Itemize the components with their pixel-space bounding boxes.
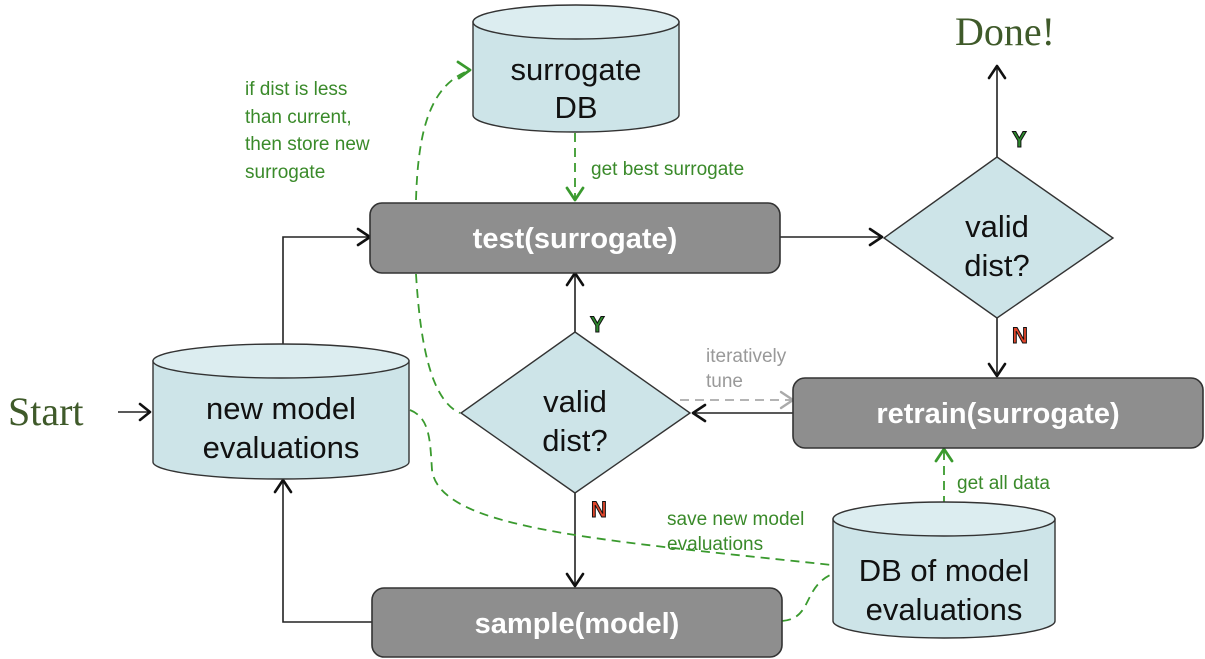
arrowhead — [456, 60, 472, 80]
annotation-store-surrogate-4: surrogate — [245, 162, 325, 183]
decision-right[interactable]: valid dist? — [882, 156, 1115, 319]
arrowhead — [565, 186, 585, 202]
decision-left-line2: dist? — [542, 423, 607, 458]
annotation-iteratively-tune-1: iteratively — [706, 346, 787, 367]
edge-new-evals-to-test — [282, 236, 370, 345]
test-surrogate-label: test(surrogate) — [473, 223, 678, 255]
test-surrogate-process[interactable]: test(surrogate) — [369, 202, 781, 274]
new-evals-label-line1: new model — [206, 391, 356, 426]
arrowhead — [868, 227, 884, 247]
annotation-store-surrogate-1: if dist is less — [245, 79, 347, 100]
arrowhead — [565, 572, 585, 588]
surrogate-db-label-line1: surrogate — [511, 52, 642, 87]
decision-left[interactable]: valid dist? — [459, 331, 692, 494]
retrain-surrogate-process[interactable]: retrain(surrogate) — [792, 377, 1204, 449]
new-model-evaluations-store[interactable]: new model evaluations — [152, 343, 410, 480]
new-evals-label-line2: evaluations — [203, 430, 360, 465]
yes-label-right: Y — [1012, 127, 1027, 152]
annotation-store-surrogate-3: then store new — [245, 134, 370, 155]
db-evals-label-line2: evaluations — [866, 592, 1023, 627]
annotation-get-best-surrogate: get best surrogate — [591, 159, 744, 180]
decision-right-line2: dist? — [964, 248, 1029, 283]
arrowhead — [138, 402, 152, 422]
start-label: Start — [8, 389, 84, 434]
no-label-right: N — [1012, 323, 1028, 348]
db-model-evaluations-store[interactable]: DB of model evaluations — [832, 501, 1056, 639]
annotation-get-all-data: get all data — [957, 473, 1050, 494]
annotation-save-new-evals-1: save new model — [667, 509, 804, 530]
edge-sample-to-new-evals — [282, 480, 372, 623]
done-label: Done! — [955, 9, 1055, 54]
retrain-surrogate-label: retrain(surrogate) — [876, 398, 1119, 430]
annotation-store-surrogate-2: than current, — [245, 107, 352, 128]
arrowhead — [934, 447, 954, 463]
arrowhead — [273, 478, 293, 494]
yes-label-left: Y — [590, 312, 605, 337]
decision-left-line1: valid — [543, 384, 607, 419]
arrowhead — [691, 403, 707, 423]
sample-model-process[interactable]: sample(model) — [371, 587, 783, 658]
edge-test-to-surrogate-db — [415, 69, 471, 201]
edge-test-to-decision-left — [415, 273, 461, 414]
arrowhead — [987, 362, 1007, 378]
annotation-iteratively-tune-2: tune — [706, 371, 743, 392]
surrogate-db-label-line2: DB — [554, 90, 597, 125]
annotation-save-new-evals-2: evaluations — [667, 534, 763, 555]
db-evals-label-line1: DB of model — [859, 553, 1030, 588]
sample-model-label: sample(model) — [475, 608, 680, 640]
surrogate-db-store[interactable]: surrogate DB — [472, 4, 680, 133]
no-label-left: N — [591, 497, 607, 522]
arrowhead — [987, 64, 1007, 80]
edge-new-evals-to-db-evals — [409, 409, 861, 569]
decision-right-line1: valid — [965, 209, 1029, 244]
